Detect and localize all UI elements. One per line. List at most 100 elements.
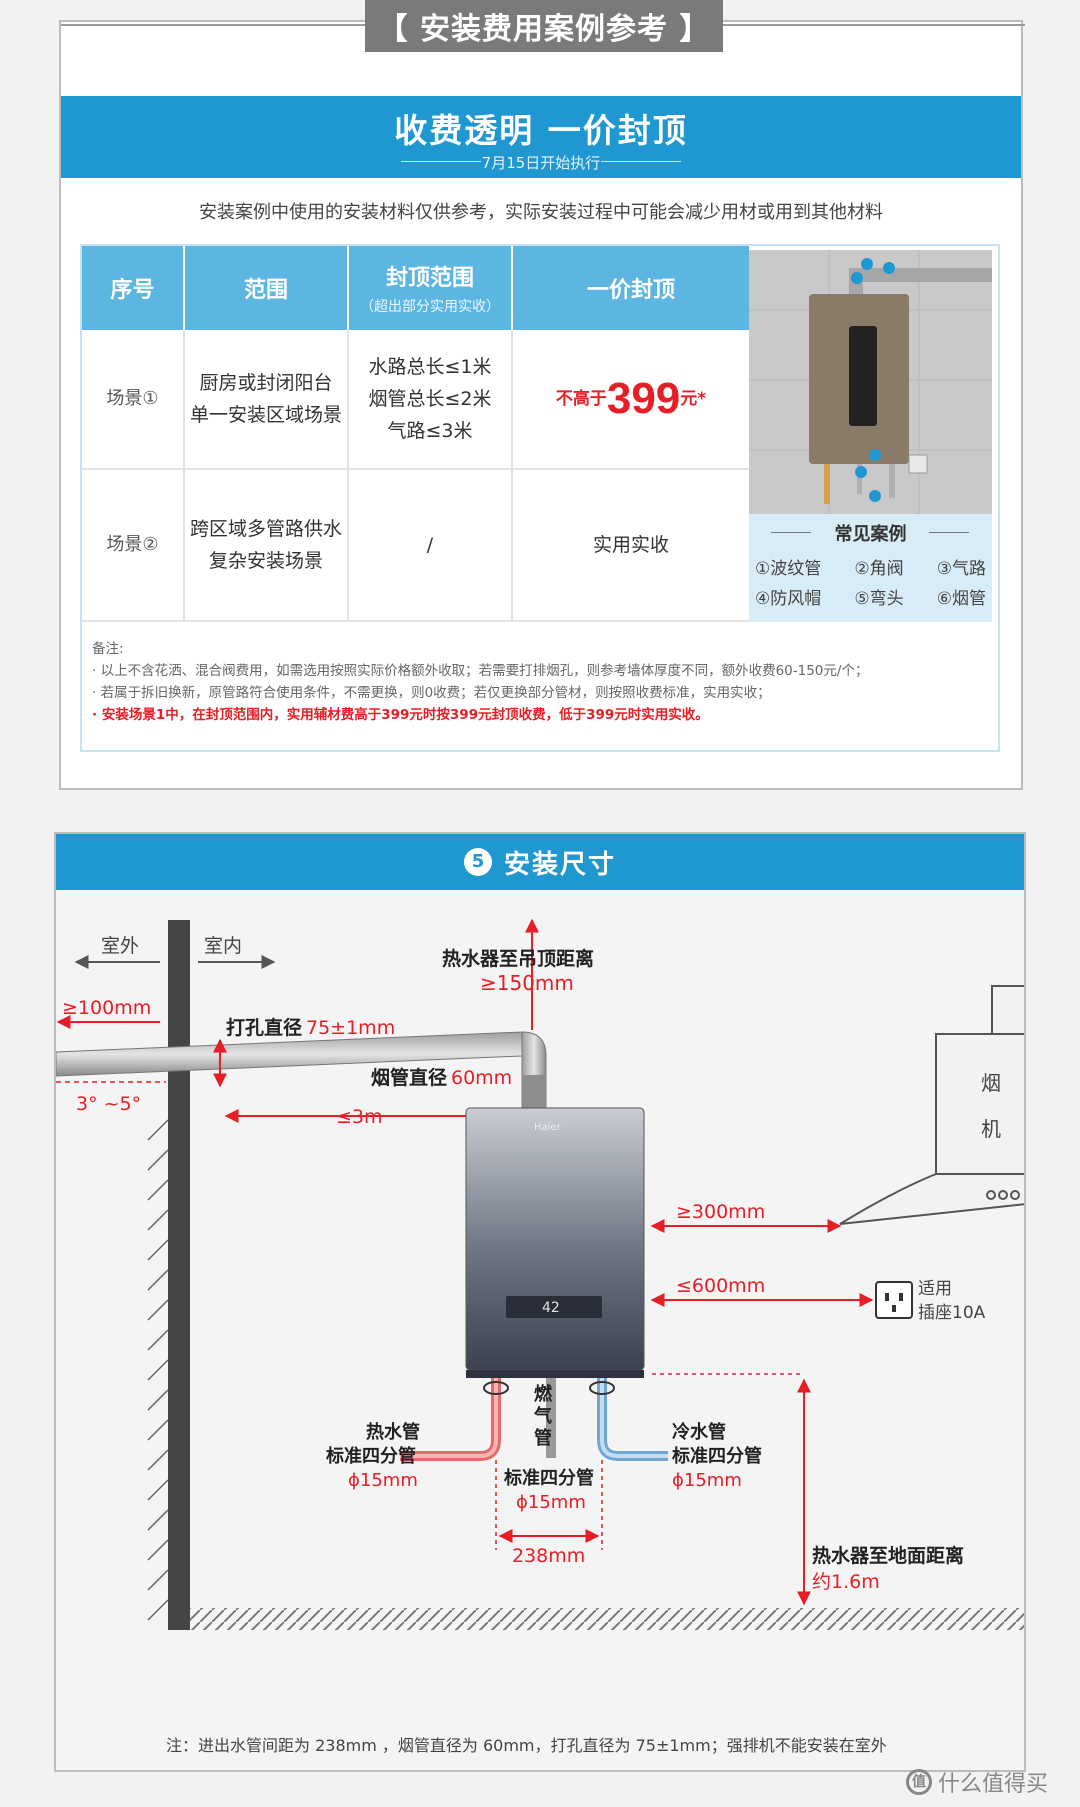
wall-distance: ≥100mm [62,997,151,1019]
scope-text: 厨房或封闭阳台 [199,372,333,394]
flue-riser [522,1075,546,1108]
hood-label: 机 [981,1117,1001,1141]
table-row: 场景② [82,470,185,622]
flue-label: 烟管直径 [371,1066,447,1089]
table-cell: 实用实收 [513,470,749,622]
case-box: 常见案例 ①波纹管 ②角阀 ③气路 ④防风帽 ⑤弯头 ⑥烟管 [749,250,992,622]
cold-pipe-dia: ϕ15mm [672,1470,742,1491]
limit-text: 水路总长≤1米 [368,356,492,378]
note-line: · 若属于拆旧换新，原管路符合使用条件，不需更换，则0收费；若仅更换部分管材，则… [92,685,771,701]
case-item: ⑤弯头 [854,589,904,609]
table-cell: / [349,470,513,622]
wall [147,920,190,1630]
table-header: 范围 [185,246,349,330]
heater-display [506,1296,602,1318]
slope-value: 3° ~5° [76,1093,141,1115]
cold-pipe-label: 冷水管 [672,1421,726,1443]
case-row: ④防风帽 ⑤弯头 ⑥烟管 [755,584,986,609]
table-cell: 不高于 399 元* [513,330,749,470]
notes-title: 备注: [92,641,124,657]
fee-table: 序号 范围 封顶范围（超出部分实用实收） 一价封顶 场景① 厨房或封闭阳台 单一… [80,244,1000,752]
divider [771,532,811,533]
step-number: 5 [463,848,492,876]
header-label: 一价封顶 [586,278,675,303]
ceiling-label: 热水器至吊顶距离 [442,947,594,970]
pipe-highlight [600,1378,668,1458]
gas-pipe-label: 燃 [534,1383,553,1405]
hood-distance: ≥300mm [676,1201,765,1223]
cold-water-pipe [597,1378,668,1461]
hot-water-pipe [400,1378,501,1461]
hot-pipe-label: 热水管 [366,1421,420,1443]
case-item: ④防风帽 [755,589,822,609]
socket-icon [875,1281,913,1319]
ceiling-value: ≥150mm [480,971,574,995]
divider [929,532,969,533]
floor-value: 约1.6m [812,1571,880,1593]
note-line-highlight: · 安装场景1中，在封顶范围内，实用辅材费高于399元时按399元封顶收费，低于… [92,707,709,723]
table-header: 一价封顶 [513,246,749,330]
water-heater: Haier 42 [465,1107,645,1378]
header-label: 范围 [243,278,288,303]
table-cell: 水路总长≤1米 烟管总长≤2米 气路≤3米 [349,330,513,470]
header-label: 序号 [110,278,155,303]
brand-logo: Haier [534,1122,562,1133]
divider [61,24,365,26]
section-tag: 【 安装费用案例参考 】 [365,0,723,52]
notes: 备注: · 以上不含花洒、混合阀费用，如需选用按照实际价格额外收取；若需要打排烟… [92,638,992,726]
header-note: （超出部分实用实收） [360,299,500,315]
price-prefix: 不高于 [555,389,607,409]
scope-text: 复杂安装场景 [208,550,323,572]
outdoor-label: 室外 [101,935,139,957]
banner-title: 收费透明 一价封顶 [394,111,688,150]
case-row: ①波纹管 ②角阀 ③气路 [755,554,986,579]
watermark-icon: 值 [906,1769,932,1795]
hot-pipe-dia: ϕ15mm [348,1470,418,1491]
gas-pipe-dia: ϕ15mm [516,1492,586,1513]
divider [601,161,681,162]
flue-value: 60mm [451,1067,512,1089]
pipe-clamp [483,1381,509,1395]
range-hood [839,985,1024,1225]
pipe-spacing: 238mm [512,1545,585,1567]
gas-pipe-label: 气 [533,1405,552,1427]
fee-banner: 收费透明 一价封顶 7月15日开始执行 [61,96,1021,178]
socket-label: 适用 [918,1279,952,1299]
hot-pipe-std: 标准四分管 [325,1445,416,1467]
limit-text: 烟管总长≤2米 [368,388,492,410]
banner-subtitle: 7月15日开始执行 [481,154,601,172]
socket-label: 插座10A [918,1303,986,1323]
watermark: 值 什么值得买 [906,1766,1048,1798]
hood-label: 烟 [981,1071,1001,1095]
table-cell: 跨区域多管路供水 复杂安装场景 [185,470,349,622]
install-diagram: 室外 室内 热水器至吊顶距离 ≥150mm ≥100mm 打孔直径 75±1mm… [56,918,1024,1630]
case-item: ⑥烟管 [936,589,986,609]
install-size-panel: 5 安装尺寸 [54,832,1026,1772]
case-title: 常见案例 [834,524,907,545]
cold-pipe-std: 标准四分管 [671,1445,762,1467]
scene-id: 场景② [106,534,159,555]
watermark-text: 什么值得买 [938,1772,1049,1797]
case-item: ②角阀 [854,559,904,579]
price-value: 399 [606,374,681,423]
limit-text: / [426,534,434,556]
price-suffix: 元* [680,389,707,409]
socket-distance: ≤600mm [676,1275,765,1297]
divider [723,24,1025,26]
size-banner: 5 安装尺寸 [56,834,1024,890]
pipe-clamp [589,1381,615,1395]
table-header: 序号 [82,246,185,330]
hole-value: 75±1mm [306,1017,395,1039]
flue-length: ≤3m [336,1106,383,1128]
gas-pipe [546,1378,556,1458]
table-header: 封顶范围 （超出部分实用实收） [349,246,513,330]
price-text: 实用实收 [592,534,669,556]
case-item: ①波纹管 [755,559,822,579]
header-label: 封顶范围 [385,266,474,291]
price-cap: 不高于 399 元* [556,375,706,423]
heater-photo [749,250,992,514]
install-fee-panel: 【 安装费用案例参考 】 收费透明 一价封顶 7月15日开始执行 安装案例中使用… [59,0,1025,790]
pipe-highlight [400,1378,498,1458]
gas-pipe-std: 标准四分管 [503,1467,594,1489]
scope-text: 单一安装区域场景 [189,404,342,426]
